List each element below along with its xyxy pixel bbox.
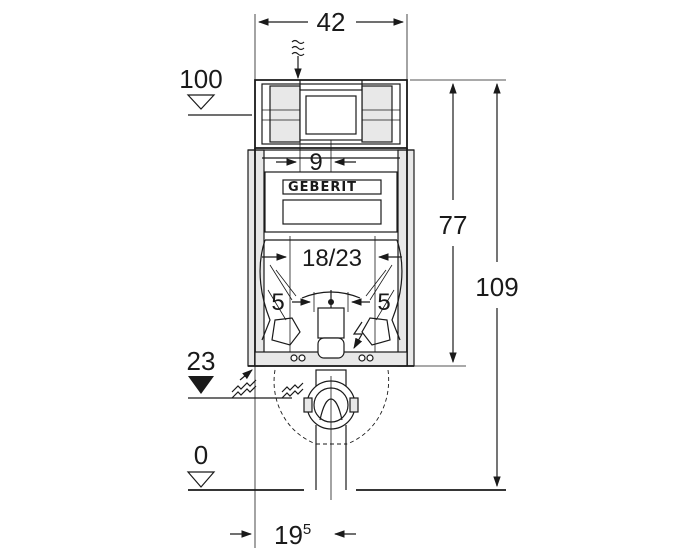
dim-outlet-spacing-label: 18/23 [302, 245, 362, 272]
level-0-label: 0 [194, 440, 208, 470]
lower-frame [259, 239, 403, 346]
dimension-outlet-spacing: 18/23 [262, 236, 402, 360]
dimension-height-total: 109 [356, 82, 519, 491]
power-lightning-icon [352, 321, 364, 349]
water-wave-icon [231, 369, 257, 399]
dimension-height-frame: 77 [410, 79, 506, 367]
level-23-label: 23 [187, 346, 216, 376]
level-marker-0: 0 [186, 440, 506, 491]
dim-flush-plate-label: 9 [309, 149, 322, 176]
cistern-housing [254, 79, 408, 149]
frame-rails [247, 148, 415, 367]
level-triangle-icon [186, 471, 216, 488]
cistern-body: GEBERIT [264, 171, 398, 233]
dim-bottom-offset-label: 195 [274, 520, 311, 550]
level-triangle-icon [188, 376, 214, 394]
dim-offset-right-label: 5 [377, 289, 390, 316]
dimension-bottom-offset: 195 [230, 366, 356, 550]
toilet-bowl-outline [273, 369, 390, 445]
brand-logo-text: GEBERIT [288, 180, 357, 195]
level-marker-23: 23 [187, 346, 292, 399]
frame-bottom [248, 337, 414, 367]
dimension-flush-plate: 9 [276, 140, 356, 176]
dim-height-frame-label: 77 [439, 210, 468, 240]
level-100-label: 100 [179, 64, 222, 94]
dim-height-total-label: 109 [475, 272, 518, 302]
drain-pipe [303, 369, 359, 500]
water-wave-icon [291, 39, 305, 80]
dim-width-top-label: 42 [317, 7, 346, 37]
level-triangle-icon [186, 94, 216, 110]
dimension-offsets: 5 5 [271, 289, 390, 316]
dim-offset-left-label: 5 [271, 289, 284, 316]
level-marker-100: 100 [179, 64, 252, 116]
dimension-top-width: 42 [254, 7, 408, 110]
water-wave-icon [281, 382, 304, 399]
